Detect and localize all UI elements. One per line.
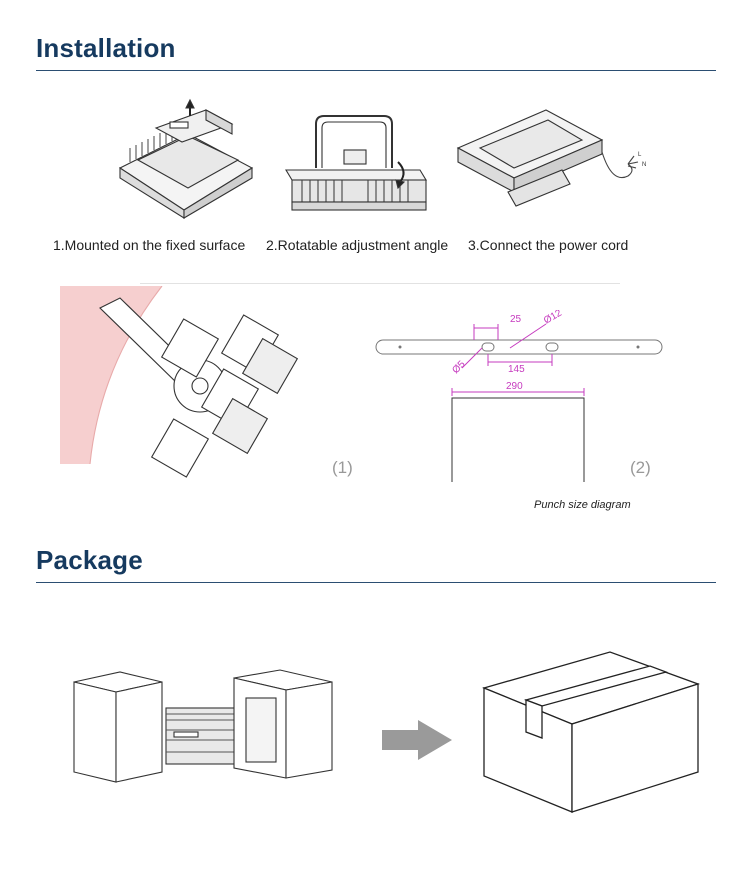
diagram-label-2: (2) xyxy=(630,458,651,477)
caption-step-2: 2.Rotatable adjustment angle xyxy=(266,237,449,253)
pole-mount-diagram xyxy=(60,286,299,478)
package-heading: Package xyxy=(36,545,143,575)
dim-phi12: Ø12 xyxy=(542,310,564,327)
installation-divider xyxy=(36,70,716,71)
dim-290: 290 xyxy=(506,381,523,392)
installation-heading: Installation xyxy=(36,33,176,63)
punch-size-diagram: 25 Ø12 Ø5 145 290 xyxy=(375,310,663,482)
caption-step-3: 3.Connect the power cord xyxy=(468,237,629,253)
wire-label-L: L xyxy=(638,152,642,158)
step1-mount-illustration xyxy=(118,98,254,219)
arrow-right-icon xyxy=(382,720,452,760)
diagram-top-line xyxy=(140,283,620,284)
dim-145: 145 xyxy=(508,364,525,375)
package-divider xyxy=(36,582,716,583)
dim-25: 25 xyxy=(510,314,522,325)
punch-size-caption: Punch size diagram xyxy=(534,499,631,511)
wire-label-N: N xyxy=(642,162,646,168)
step2-rotate-illustration xyxy=(285,115,427,211)
product-with-end-caps-illustration xyxy=(73,669,333,783)
diagram-label-1: (1) xyxy=(332,458,353,477)
caption-step-1: 1.Mounted on the fixed surface xyxy=(53,237,246,253)
sealed-box-illustration xyxy=(482,651,701,813)
step3-power-illustration: L N xyxy=(456,109,646,207)
dim-phi5: Ø5 xyxy=(450,359,468,377)
